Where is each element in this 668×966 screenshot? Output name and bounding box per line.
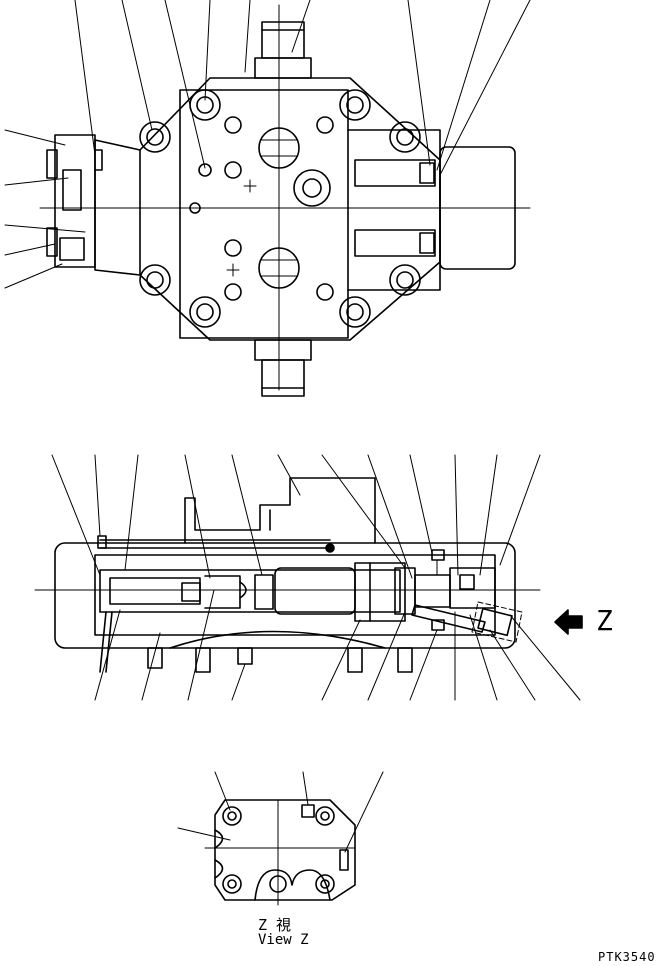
view-z-arrow (554, 609, 583, 635)
right-solenoid-block (439, 146, 516, 270)
view-z (177, 771, 384, 906)
section-view (34, 454, 583, 701)
view-z-arrow-label: Z (596, 604, 613, 637)
view-z-caption-en: View Z (258, 932, 309, 948)
top-view (4, 0, 531, 397)
leader-lines-top (4, 0, 531, 289)
left-side-valve (54, 134, 96, 268)
drawing-code: PTK3540 (598, 950, 656, 964)
view-z-caption-jp: Z 視 (258, 916, 292, 934)
bolt-heads-top (139, 89, 421, 328)
leader-lines-section (51, 454, 581, 701)
